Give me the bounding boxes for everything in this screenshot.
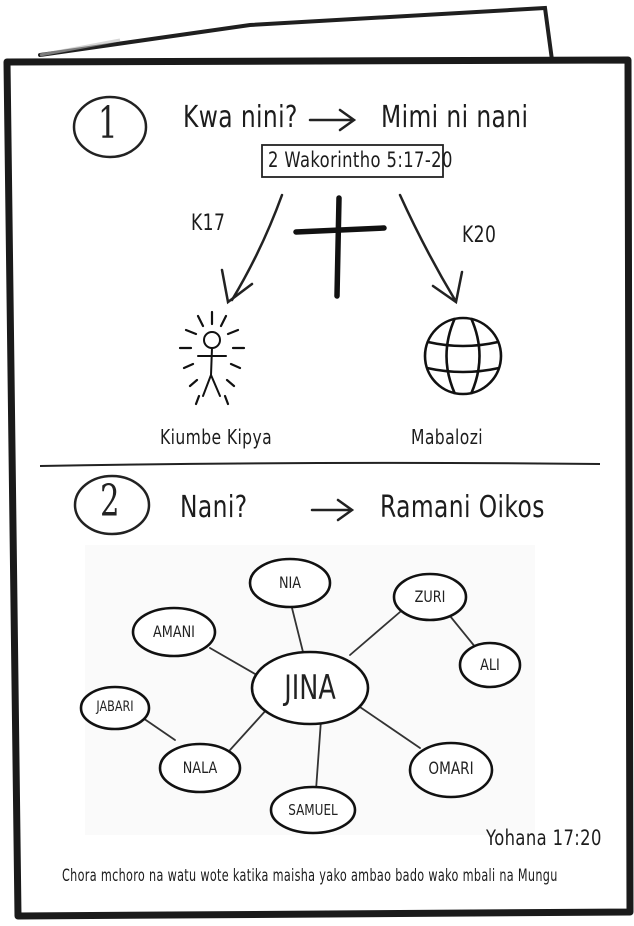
section1-number: 1 <box>98 98 118 149</box>
arrow-to-new-creature <box>220 193 284 305</box>
cross-icon <box>293 195 387 299</box>
connector-nia <box>290 603 306 661</box>
node-nia: NIA <box>278 573 302 592</box>
section2-answer: Ramani Oikos <box>380 490 545 525</box>
footer-instruction: Chora mchoro na watu wote katika maisha … <box>62 866 558 886</box>
node-jabari-ellipse <box>79 685 151 731</box>
section2-question: Nani? <box>180 490 248 525</box>
section2-number: 2 <box>100 476 120 527</box>
section1-question: Kwa nini? <box>183 100 298 135</box>
section2-number-circle <box>73 474 151 536</box>
section2-arrow <box>310 498 355 522</box>
node-center: JINA <box>284 668 336 708</box>
mindmap-connectors <box>139 603 477 791</box>
section1-answer: Mimi ni nani <box>381 100 529 135</box>
section2-reference: Yohana 17:20 <box>486 826 602 850</box>
node-ali: ALI <box>480 655 500 674</box>
node-samuel: SAMUEL <box>288 801 338 819</box>
node-nala: NALA <box>182 758 218 777</box>
node-zuri-ellipse <box>392 572 468 622</box>
section-divider <box>39 461 601 467</box>
connector-nala <box>229 707 269 751</box>
back-page-edge <box>38 5 554 62</box>
connector-zuri-ali <box>449 615 477 649</box>
node-center-ellipse <box>250 650 370 726</box>
node-ali-ellipse <box>458 641 522 689</box>
node-omari-ellipse <box>408 741 494 799</box>
connector-amani <box>209 647 263 679</box>
node-zuri: ZURI <box>414 587 446 606</box>
node-amani: AMANI <box>153 622 195 641</box>
connector-omari <box>356 704 421 749</box>
label-k20: K20 <box>462 223 497 248</box>
node-nala-ellipse <box>158 742 242 794</box>
new-creature-icon <box>178 310 246 406</box>
arrow-to-ambassadors <box>398 193 464 305</box>
node-samuel-ellipse <box>269 785 357 835</box>
node-jabari: JABARI <box>96 699 134 715</box>
section1-number-circle <box>72 95 148 159</box>
section1-reference: 2 Wakorintho 5:17-20 <box>268 148 453 172</box>
node-omari: OMARI <box>428 759 474 779</box>
mindmap-ellipses <box>79 557 522 835</box>
node-amani-ellipse <box>131 606 217 658</box>
globe-icon <box>423 316 503 396</box>
back-page-fade <box>39 38 121 57</box>
reference-box <box>261 144 444 178</box>
label-k17: K17 <box>191 211 226 236</box>
connector-samuel <box>315 719 322 791</box>
section1-arrow <box>308 108 357 132</box>
caption-ambassadors: Mabalozi <box>411 425 484 449</box>
node-nia-ellipse <box>248 557 332 609</box>
connector-jabari <box>139 715 176 741</box>
connector-zuri <box>349 611 401 656</box>
caption-new-creature: Kiumbe Kipya <box>160 425 273 449</box>
